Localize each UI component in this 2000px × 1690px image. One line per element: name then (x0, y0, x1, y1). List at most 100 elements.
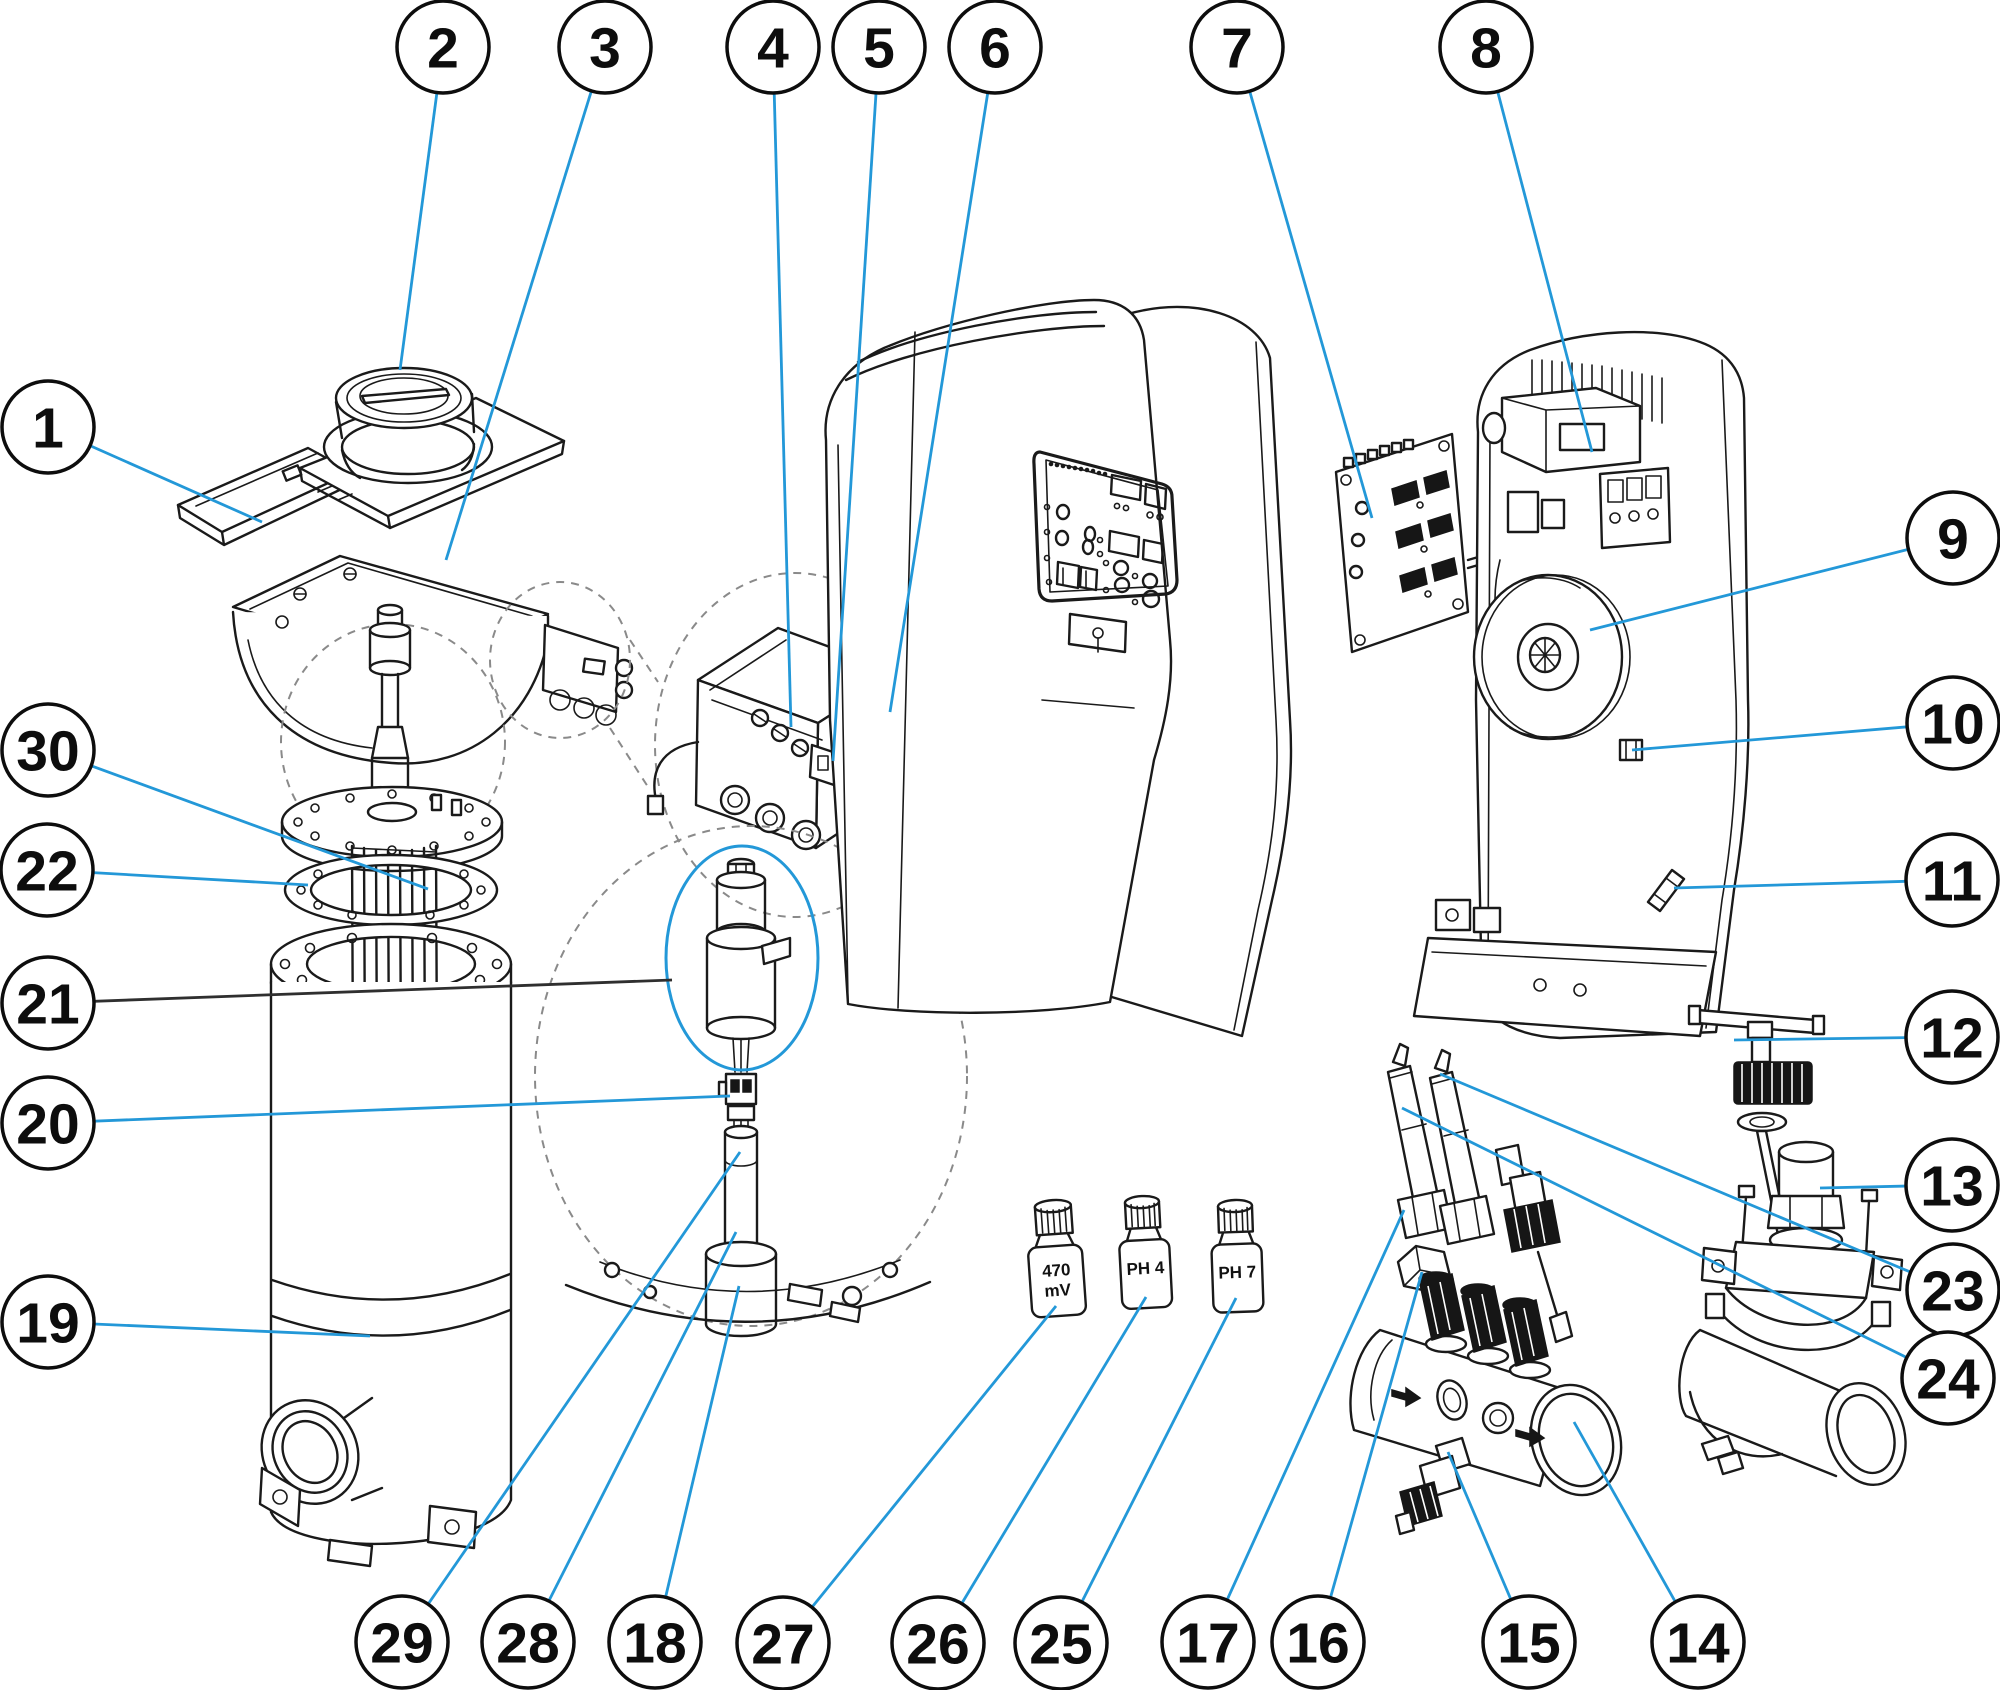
manifold-assembly (1349, 1042, 1623, 1536)
callout-balloon-19 (0, 1274, 96, 1370)
callout-number-29: 29 (370, 1612, 433, 1676)
callout-balloon-27 (735, 1595, 831, 1690)
cell-lid-assembly (176, 366, 566, 547)
callout-balloon-24 (1900, 1330, 1996, 1426)
callout-number-1: 1 (32, 397, 64, 461)
callout-balloon-13 (1904, 1137, 2000, 1233)
leader-line-2 (398, 46, 445, 371)
callout-balloon-14 (1650, 1594, 1746, 1690)
callout-number-8: 8 (1470, 17, 1502, 81)
callout-balloon-9 (1905, 490, 2000, 586)
callout-balloon-10 (1905, 675, 2000, 771)
callout-balloon-26 (890, 1595, 986, 1690)
callout-number-11: 11 (1922, 850, 1982, 914)
leader-line-7 (1235, 46, 1374, 519)
bottle-label-ph7: PH 7 (1218, 1262, 1256, 1282)
callout-balloon-21 (0, 955, 96, 1051)
callout-balloon-12 (1904, 989, 2000, 1085)
brand-dotted-text (1048, 461, 1108, 477)
callout-balloon-25 (1013, 1595, 1109, 1690)
callout-number-4: 4 (757, 17, 789, 81)
callout-number-28: 28 (496, 1612, 559, 1676)
callout-balloon-5 (831, 0, 927, 95)
callout-balloon-22 (0, 822, 95, 918)
leader-line-9 (1589, 536, 1954, 632)
leader-line-17 (1206, 1209, 1406, 1643)
leader-line-18 (653, 1285, 741, 1643)
callout-number-25: 25 (1029, 1613, 1092, 1677)
sensor-detail (534, 825, 968, 1338)
callout-number-19: 19 (16, 1292, 79, 1356)
control-unit-front (824, 298, 1293, 1038)
callout-number-15: 15 (1497, 1612, 1560, 1676)
callout-balloon-18 (607, 1594, 703, 1690)
fuse (1646, 868, 1686, 913)
callout-number-22: 22 (15, 840, 78, 904)
bottle-ph7: PH 7 (1210, 1198, 1265, 1314)
leader-line-26 (936, 1296, 1148, 1644)
callout-number-7: 7 (1221, 17, 1253, 81)
callout-number-24: 24 (1916, 1348, 1980, 1412)
callout-balloon-8 (1438, 0, 1534, 95)
bottle-label-mv: mV (1044, 1280, 1072, 1301)
leader-line-30 (47, 748, 429, 891)
callout-balloon-6 (947, 0, 1043, 95)
leader-line-6 (888, 46, 997, 713)
callout-number-27: 27 (751, 1613, 814, 1677)
leader-line-5 (831, 46, 881, 762)
callout-balloon-4 (725, 0, 821, 95)
callout-balloon-1 (0, 379, 96, 475)
leader-line-8 (1484, 46, 1594, 453)
bottle-label-470: 470 (1042, 1260, 1072, 1281)
callout-number-6: 6 (979, 17, 1011, 81)
display-window-2 (1107, 529, 1141, 559)
leader-line-23 (1439, 1072, 1954, 1292)
sensor-highlight-ellipse (664, 844, 820, 1072)
callout-balloon-17 (1160, 1594, 1256, 1690)
callout-balloon-11 (1904, 832, 2000, 928)
leader-line-4 (771, 46, 793, 728)
bottle-470mv: 470 mV (1027, 1198, 1088, 1319)
callout-number-17: 17 (1176, 1612, 1239, 1676)
display-window-1 (1109, 473, 1143, 502)
calibration-bottles: 470 mV PH 4 PH 7 (1027, 1194, 1265, 1319)
callout-balloon-15 (1481, 1594, 1577, 1690)
callout-balloon-30 (0, 702, 96, 798)
callout-balloon-20 (0, 1075, 96, 1171)
callout-number-20: 20 (16, 1093, 79, 1157)
callout-balloon-2 (395, 0, 491, 95)
saddle-clamp-assembly (1678, 1140, 1907, 1487)
callout-balloon-28 (480, 1594, 576, 1690)
leader-line-27 (781, 1305, 1058, 1644)
callout-number-3: 3 (589, 17, 621, 81)
callout-number-10: 10 (1921, 693, 1984, 757)
callout-number-30: 30 (16, 720, 79, 784)
front-door (1067, 612, 1128, 654)
callout-number-13: 13 (1920, 1155, 1983, 1219)
electrode-cell-assembly (258, 603, 513, 1568)
cap-slot (360, 387, 451, 405)
callout-balloon-3 (557, 0, 653, 95)
leader-line-25 (1059, 1297, 1238, 1644)
bottle-ph4: PH 4 (1118, 1194, 1174, 1310)
callout-number-26: 26 (906, 1613, 969, 1677)
callout-number-23: 23 (1921, 1260, 1984, 1324)
leader-line-19 (47, 1320, 371, 1338)
bottle-label-ph4: PH 4 (1126, 1258, 1165, 1279)
pcb-top-terminals (1342, 438, 1415, 469)
callout-balloon-16 (1270, 1594, 1366, 1690)
leader-line-21 (47, 978, 673, 1005)
callout-number-5: 5 (863, 17, 895, 81)
leader-line-16 (1316, 1271, 1424, 1643)
control-unit-back (1412, 330, 1750, 1040)
cell-housing (231, 554, 659, 791)
callout-balloon-7 (1189, 0, 1285, 95)
callout-number-14: 14 (1666, 1612, 1730, 1676)
leader-line-10 (1631, 721, 1954, 752)
button-1 (1143, 482, 1168, 511)
callout-number-9: 9 (1937, 508, 1969, 572)
leader-line-3 (444, 46, 607, 561)
callout-number-2: 2 (427, 17, 459, 81)
